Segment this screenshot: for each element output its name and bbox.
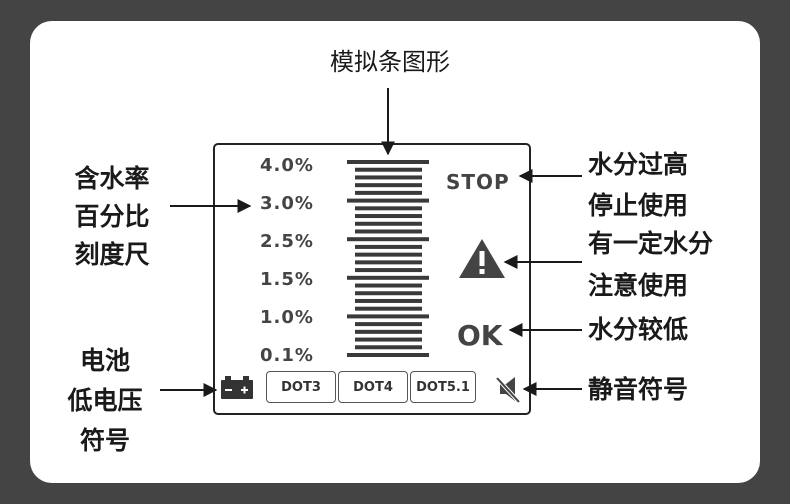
bar-segment <box>355 337 422 342</box>
bar-segment <box>355 229 422 234</box>
scale-label-line-2: 百分比 <box>74 202 150 231</box>
bar-segment-major <box>347 237 429 242</box>
dot5-1-button[interactable]: DOT5.1 <box>410 371 476 403</box>
bar-segment-major <box>347 275 429 280</box>
stop-label-line-2: 停止使用 <box>588 191 689 220</box>
stop-label-line-1: 水分过高 <box>588 150 689 179</box>
bar-segment <box>355 221 422 226</box>
bar-segment <box>355 322 422 327</box>
bar-segment-major <box>347 314 429 319</box>
bar-segment <box>355 283 422 288</box>
battery-icon <box>221 376 253 399</box>
bar-graph-title: 模拟条图形 <box>330 48 450 76</box>
dot4-button[interactable]: DOT4 <box>338 371 408 403</box>
bar-graph <box>347 160 429 357</box>
battery-label-line-2: 低电压 <box>67 386 143 415</box>
lcd-display <box>213 143 531 415</box>
scale-value-4: 4.0% <box>260 155 314 176</box>
bar-segment <box>355 268 422 273</box>
scale-value-0-1: 0.1% <box>260 345 314 366</box>
bar-segment-major <box>347 353 429 357</box>
scale-value-1: 1.0% <box>260 307 314 328</box>
bar-segment <box>355 329 422 334</box>
bar-segment <box>355 252 422 257</box>
stop-indicator: STOP <box>446 170 510 194</box>
scale-label-line-3: 刻度尺 <box>74 240 150 269</box>
warning-triangle-icon <box>459 239 505 278</box>
bar-segment <box>355 345 422 350</box>
dot3-button[interactable]: DOT3 <box>266 371 336 403</box>
bar-segment <box>355 298 422 303</box>
ok-indicator: OK <box>457 319 503 352</box>
warning-label-line-1: 有一定水分 <box>588 229 714 258</box>
warning-label-line-2: 注意使用 <box>588 271 689 300</box>
bar-segment <box>355 183 422 188</box>
scale-value-2-5: 2.5% <box>260 231 314 252</box>
bar-segment <box>355 175 422 180</box>
bar-segment <box>355 190 422 195</box>
scale-label-line-1: 含水率 <box>74 164 150 193</box>
bar-segment <box>355 167 422 172</box>
battery-label-line-3: 符号 <box>79 426 130 455</box>
bar-segment <box>355 291 422 296</box>
scale-value-1-5: 1.5% <box>260 269 314 290</box>
battery-label-line-1: 电池 <box>79 346 130 375</box>
speaker-muted-icon[interactable] <box>495 376 521 404</box>
ok-label: 水分较低 <box>588 315 689 344</box>
bar-segment <box>355 244 422 249</box>
bar-segment-major <box>347 160 429 164</box>
bar-segment <box>355 260 422 265</box>
mute-label: 静音符号 <box>588 375 689 404</box>
bar-segment <box>355 306 422 311</box>
scale-value-3: 3.0% <box>260 193 314 214</box>
bar-segment <box>355 214 422 219</box>
diagram-card <box>30 21 760 483</box>
bar-segment <box>355 206 422 211</box>
bar-segment-major <box>347 198 429 203</box>
